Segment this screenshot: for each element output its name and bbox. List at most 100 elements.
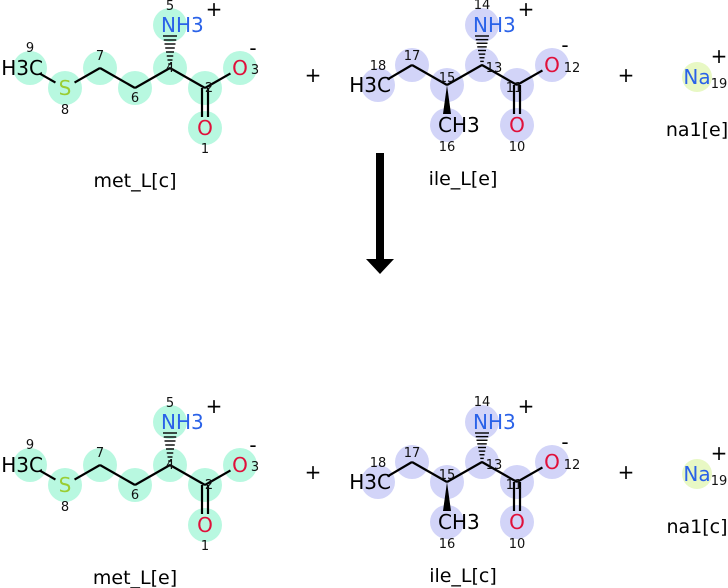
atom-label-N5: NH3 [161,410,204,434]
charge-sign: + [711,441,728,465]
atom-highlight [682,459,712,489]
atom-number-16: 16 [439,140,456,155]
plus-sign: + [618,63,635,87]
atom-number-8: 8 [61,103,69,118]
atom-label-C16: CH3 [438,113,480,137]
reaction-arrow [366,153,394,274]
atom-number-5: 5 [166,396,174,411]
atom-label-O1: O [197,116,213,140]
atom-number-6: 6 [131,488,139,503]
atom-number-4: 4 [166,458,174,473]
single-bond [134,67,171,89]
atom-highlight [188,111,222,145]
atom-number-12: 12 [564,61,581,76]
atom-highlight [430,505,464,539]
atom-highlight [465,405,499,439]
atom-highlight [188,508,222,542]
charge-sign: - [561,33,568,57]
atom-highlight [465,8,499,42]
atom-number-19: 19 [711,77,728,92]
atom-label-C18: H3C [349,73,391,97]
charge-sign: + [518,0,535,21]
atom-label-O1: O [197,513,213,537]
atom-number-6: 6 [131,91,139,106]
atom-label-O10: O [509,510,525,534]
atom-highlight [153,405,187,439]
atom-highlight [430,108,464,142]
single-bond [481,461,518,483]
atom-number-16: 16 [439,537,456,552]
atom-highlight [500,108,534,142]
single-bond [74,67,101,84]
atom-label-C9: H3C [1,56,43,80]
species-name: met_L[e] [93,567,177,588]
charge-sign: + [711,44,728,68]
plus-sign: + [305,460,322,484]
atom-highlight [361,465,395,499]
atom-number-9: 9 [26,438,34,453]
atom-number-13: 13 [486,61,503,76]
single-bond [74,464,101,481]
atom-number-8: 8 [61,500,69,515]
atom-number-15: 15 [439,468,456,483]
species-name: na1[c] [666,516,727,538]
atom-number-18: 18 [370,59,387,74]
atom-number-1: 1 [201,539,209,554]
single-bond [99,464,136,486]
atom-number-4: 4 [166,61,174,76]
atom-number-5: 5 [166,0,174,14]
atom-number-1: 1 [201,142,209,157]
charge-sign: + [206,394,223,418]
plus-sign: + [305,63,322,87]
single-bond [99,67,136,89]
species-name: ile_L[c] [429,565,497,587]
single-bond [169,464,206,486]
atom-highlight [223,448,257,482]
atom-label-S8: S [59,76,72,100]
atom-label-C16: CH3 [438,510,480,534]
single-bond [204,469,231,486]
atom-highlight [535,48,569,82]
atom-number-12: 12 [564,458,581,473]
atom-number-11: 11 [506,478,523,493]
single-bond [204,72,231,89]
atom-highlight [535,445,569,479]
atom-label-O10: O [509,113,525,137]
single-bond [386,461,413,478]
atom-number-17: 17 [404,446,421,461]
single-bond [411,64,448,86]
plus-sign: + [618,460,635,484]
atom-number-17: 17 [404,49,421,64]
single-bond [386,64,413,81]
single-bond [516,69,543,86]
atom-number-9: 9 [26,41,34,56]
atom-number-18: 18 [370,456,387,471]
atom-label-C18: H3C [349,470,391,494]
atom-highlight [48,71,82,105]
single-bond [516,466,543,483]
atom-label-O12: O [544,53,560,77]
atom-highlight [500,505,534,539]
single-bond [446,64,483,86]
single-bond [134,464,171,486]
atom-label-S8: S [59,473,72,497]
charge-sign: + [518,394,535,418]
atom-highlight [153,8,187,42]
atom-highlight [682,62,712,92]
single-bond [39,469,56,481]
hashed-wedge-bond [475,432,489,463]
atom-highlight [48,468,82,502]
wedge-bond [443,482,451,511]
atom-number-11: 11 [506,81,523,96]
atom-label-O3: O [232,56,248,80]
atom-highlight [361,68,395,102]
atom-number-13: 13 [486,458,503,473]
